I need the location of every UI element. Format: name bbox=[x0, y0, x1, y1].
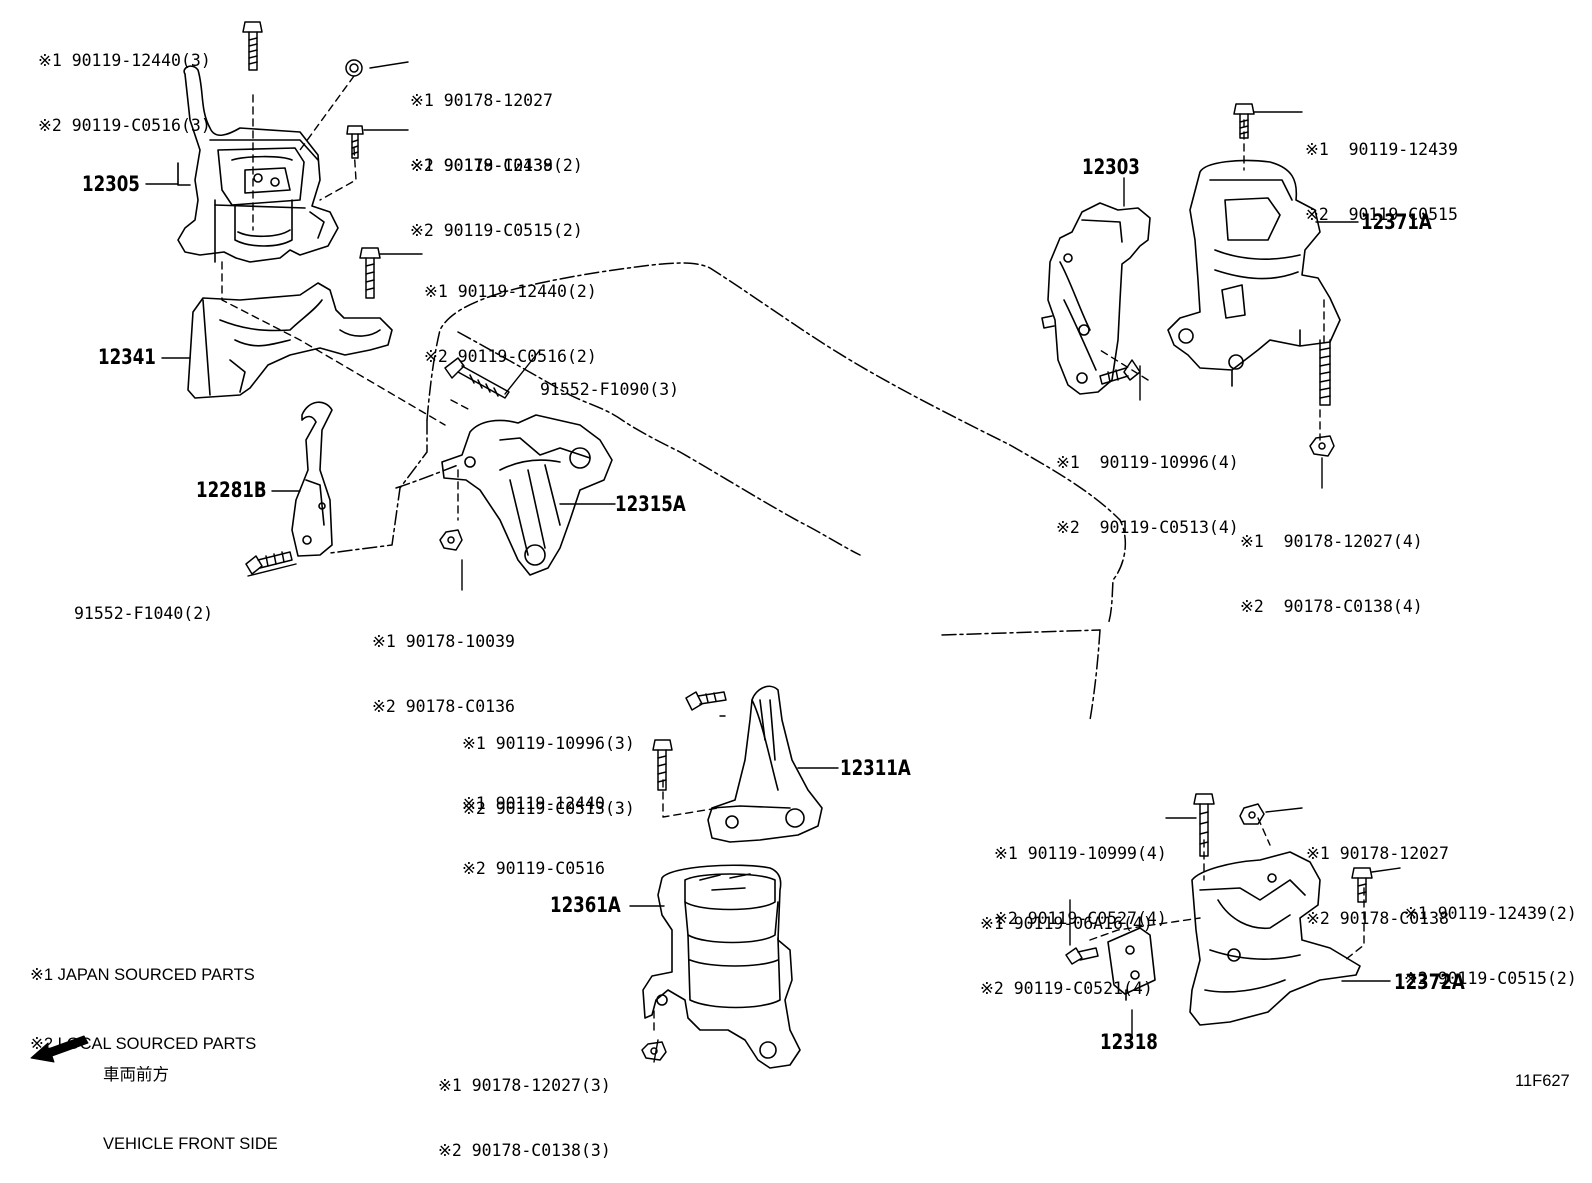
fastener-callout-6[interactable]: 91552-F1040(2) bbox=[74, 560, 213, 646]
callout-line: ※2 90119-C0521(4) bbox=[980, 978, 1153, 998]
fastener-callout-12[interactable]: ※1 90119-12440 ※2 90119-C0516 bbox=[462, 750, 605, 901]
fastener-callout-11[interactable]: ※1 90119-10996(3) ※2 90119-C0513(3) bbox=[462, 690, 635, 841]
callout-line: ※2 90119-C0515 bbox=[1305, 204, 1458, 224]
fastener-bolts bbox=[242, 21, 1373, 1061]
callout-line: ※1 90119-12440(2) bbox=[424, 282, 597, 301]
callout-line: ※1 90119-12439 bbox=[1305, 140, 1458, 159]
front-label-jp: 車両前方 bbox=[103, 1066, 169, 1084]
diagram-artwork bbox=[30, 21, 1401, 1069]
callout-line: ※2 90178-C0136 bbox=[372, 696, 515, 716]
diagram-code: 11F627 bbox=[1515, 1072, 1570, 1090]
fastener-callout-5[interactable]: 91552-F1090(3) bbox=[540, 336, 679, 422]
callout-line: ※1 90178-12027(3) bbox=[438, 1076, 611, 1095]
legend-japan: ※1 JAPAN SOURCED PARTS bbox=[30, 966, 255, 984]
callout-line: ※1 90119-10996(3) bbox=[462, 734, 635, 753]
fastener-callout-9[interactable]: ※1 90119-10996(4) ※2 90119-C0513(4) bbox=[1056, 409, 1239, 560]
callout-line: ※1 90119-12439(2) bbox=[410, 156, 583, 175]
fastener-callout-1[interactable]: ※1 90119-12440(3) ※2 90119-C0516(3) bbox=[38, 7, 211, 158]
bracket-12281b-drawing bbox=[291, 401, 333, 557]
legend-local: ※2 LOCAL SOURCED PARTS bbox=[30, 1035, 257, 1053]
callout-line: ※1 90119-10999(4) bbox=[994, 844, 1167, 863]
fastener-callout-10[interactable]: ※1 90178-12027(4) ※2 90178-C0138(4) bbox=[1240, 488, 1423, 639]
fastener-callout-3[interactable]: ※1 90119-12439(2) ※2 90119-C0515(2) bbox=[410, 112, 583, 263]
fastener-callout-13[interactable]: ※1 90119-10999(4) ※2 90119-C0527(4) bbox=[994, 800, 1167, 951]
callout-line: ※2 90119-C0515(2) bbox=[410, 220, 583, 240]
sourcing-legend: ※1 JAPAN SOURCED PARTS ※2 LOCAL SOURCED … bbox=[30, 918, 256, 1079]
part-number-12311a[interactable]: 12311A bbox=[840, 756, 911, 780]
plate-12318-drawing bbox=[1107, 927, 1156, 1001]
callout-line: ※2 90119-C0516(2) bbox=[424, 346, 597, 366]
part-number-12372a[interactable]: 12372A bbox=[1394, 970, 1465, 994]
fastener-callout-17[interactable]: ※1 90178-12027(3) ※2 90178-C0138(3) bbox=[438, 1032, 611, 1183]
mount-12305-drawing bbox=[177, 65, 339, 263]
leader-lines bbox=[145, 61, 1401, 1063]
engine-outline bbox=[329, 262, 1127, 721]
part-number-12315a[interactable]: 12315A bbox=[615, 492, 686, 516]
bracket-12311a-drawing bbox=[707, 685, 823, 843]
callout-line: ※2 90178-C0138(3) bbox=[438, 1140, 611, 1160]
mount-12372a-drawing bbox=[1189, 851, 1361, 1026]
mount-12371a-drawing bbox=[1167, 159, 1341, 387]
front-arrow-icon bbox=[30, 1035, 89, 1063]
parts-diagram: 12305 12341 12281B 12315A 12303 12371A 1… bbox=[30, 7, 1577, 1160]
callout-line: ※2 90119-C0515(2) bbox=[1404, 968, 1577, 988]
callout-line: 91552-F1040(2) bbox=[74, 604, 214, 623]
fastener-callout-4[interactable]: ※1 90119-12440(2) ※2 90119-C0516(2) bbox=[424, 238, 597, 389]
callout-line: ※1 90119-10996(4) bbox=[1056, 453, 1239, 472]
assembly-dashes bbox=[221, 75, 1365, 1031]
fastener-callout-7[interactable]: ※1 90178-10039 ※2 90178-C0136 bbox=[372, 588, 515, 739]
callout-line: ※2 90119-C0513(3) bbox=[462, 798, 635, 818]
callout-line: ※1 90119-12439(2) bbox=[1404, 904, 1577, 923]
front-label-en: VEHICLE FRONT SIDE bbox=[103, 1135, 278, 1153]
part-number-12318[interactable]: 12318 bbox=[1100, 1030, 1158, 1054]
mount-12361a-drawing bbox=[642, 864, 801, 1069]
callout-line: ※1 90119-12440 bbox=[462, 794, 605, 813]
part-number-12305[interactable]: 12305 bbox=[82, 172, 140, 196]
callout-line: ※2 90119-C0527(4) bbox=[994, 908, 1167, 928]
callout-line: ※2 90178-C0138 bbox=[410, 155, 553, 175]
part-number-12361a[interactable]: 12361A bbox=[550, 893, 621, 917]
callout-line: ※2 90178-C0138(4) bbox=[1240, 596, 1423, 616]
fastener-callout-8[interactable]: ※1 90119-12439 ※2 90119-C0515 bbox=[1305, 96, 1458, 247]
callout-line: ※2 90119-C0513(4) bbox=[1056, 517, 1239, 537]
callout-line: ※1 90178-10039 bbox=[372, 632, 515, 651]
bracket-12315a-drawing bbox=[441, 414, 613, 576]
callout-line: ※1 90178-12027(4) bbox=[1240, 532, 1423, 551]
callout-line: ※1 90178-12027 bbox=[410, 91, 553, 110]
fastener-callout-15[interactable]: ※1 90119-06A16(4) ※2 90119-C0521(4) bbox=[980, 870, 1153, 1021]
callout-line: ※1 90119-12440(3) bbox=[38, 51, 211, 70]
bracket-12341-drawing bbox=[187, 282, 393, 399]
callout-line: ※1 90119-06A16(4) bbox=[980, 914, 1153, 933]
part-number-12281b[interactable]: 12281B bbox=[196, 478, 267, 502]
part-number-12341[interactable]: 12341 bbox=[98, 345, 156, 369]
fastener-callout-2[interactable]: ※1 90178-12027 ※2 90178-C0138 bbox=[410, 47, 553, 198]
bracket-12303-drawing bbox=[1041, 202, 1151, 395]
callout-line: 91552-F1090(3) bbox=[540, 380, 680, 399]
callout-line: ※2 90119-C0516 bbox=[462, 858, 605, 878]
fastener-callout-16[interactable]: ※1 90119-12439(2) ※2 90119-C0515(2) bbox=[1404, 860, 1577, 1011]
callout-line: ※2 90119-C0516(3) bbox=[38, 115, 211, 135]
callout-line: ※2 90178-C0138 bbox=[1306, 908, 1449, 928]
part-number-12371a[interactable]: 12371A bbox=[1361, 210, 1432, 234]
part-number-12303[interactable]: 12303 bbox=[1082, 155, 1140, 179]
callout-line: ※1 90178-12027 bbox=[1306, 844, 1449, 863]
fastener-callout-14[interactable]: ※1 90178-12027 ※2 90178-C0138 bbox=[1306, 800, 1449, 951]
